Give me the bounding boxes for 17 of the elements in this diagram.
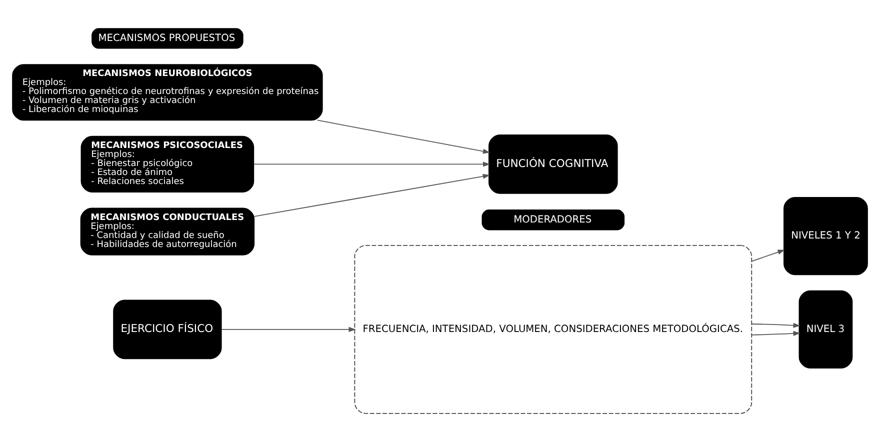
node-box: EJERCICIO FÍSICO [113,300,222,360]
node-box: MECANISMOS PROPUESTOS [92,28,244,49]
arrow [751,330,800,336]
arrow [316,120,490,154]
node-box: NIVEL 3 [798,290,853,368]
arrow [254,174,490,217]
node-box: NIVELES 1 Y 2 [784,196,868,276]
arrow [751,250,785,262]
node-box: MECANISMOS CONDUCTUALES Ejemplos: - Cantidad y calidad de sueño - Habilidades de autorregulación [80,208,255,256]
node-box: MECANISMOS NEUROBIOLÓGICOS Ejemplos: - Polimorfismo genético de neurotrofinas y expresión de proteínas - Volumen de materia gris y activación - Liberación de mioquinas [12,64,323,121]
arrow [253,162,490,167]
node-box: MODERADORES [482,210,625,230]
arrow [221,326,356,332]
node-box: FUNCIÓN COGNITIVA [488,134,618,194]
node-box: MECANISMOS PSICOSOCIALES Ejemplos: - Bienestar psicológico - Estado de ánimo - Relaciones sociales [80,136,254,192]
arrow [751,322,800,328]
node-box: FRECUENCIA, INTENSIDAD, VOLUMEN, CONSIDERACIONES METODOLÓGICAS. [354,245,752,414]
